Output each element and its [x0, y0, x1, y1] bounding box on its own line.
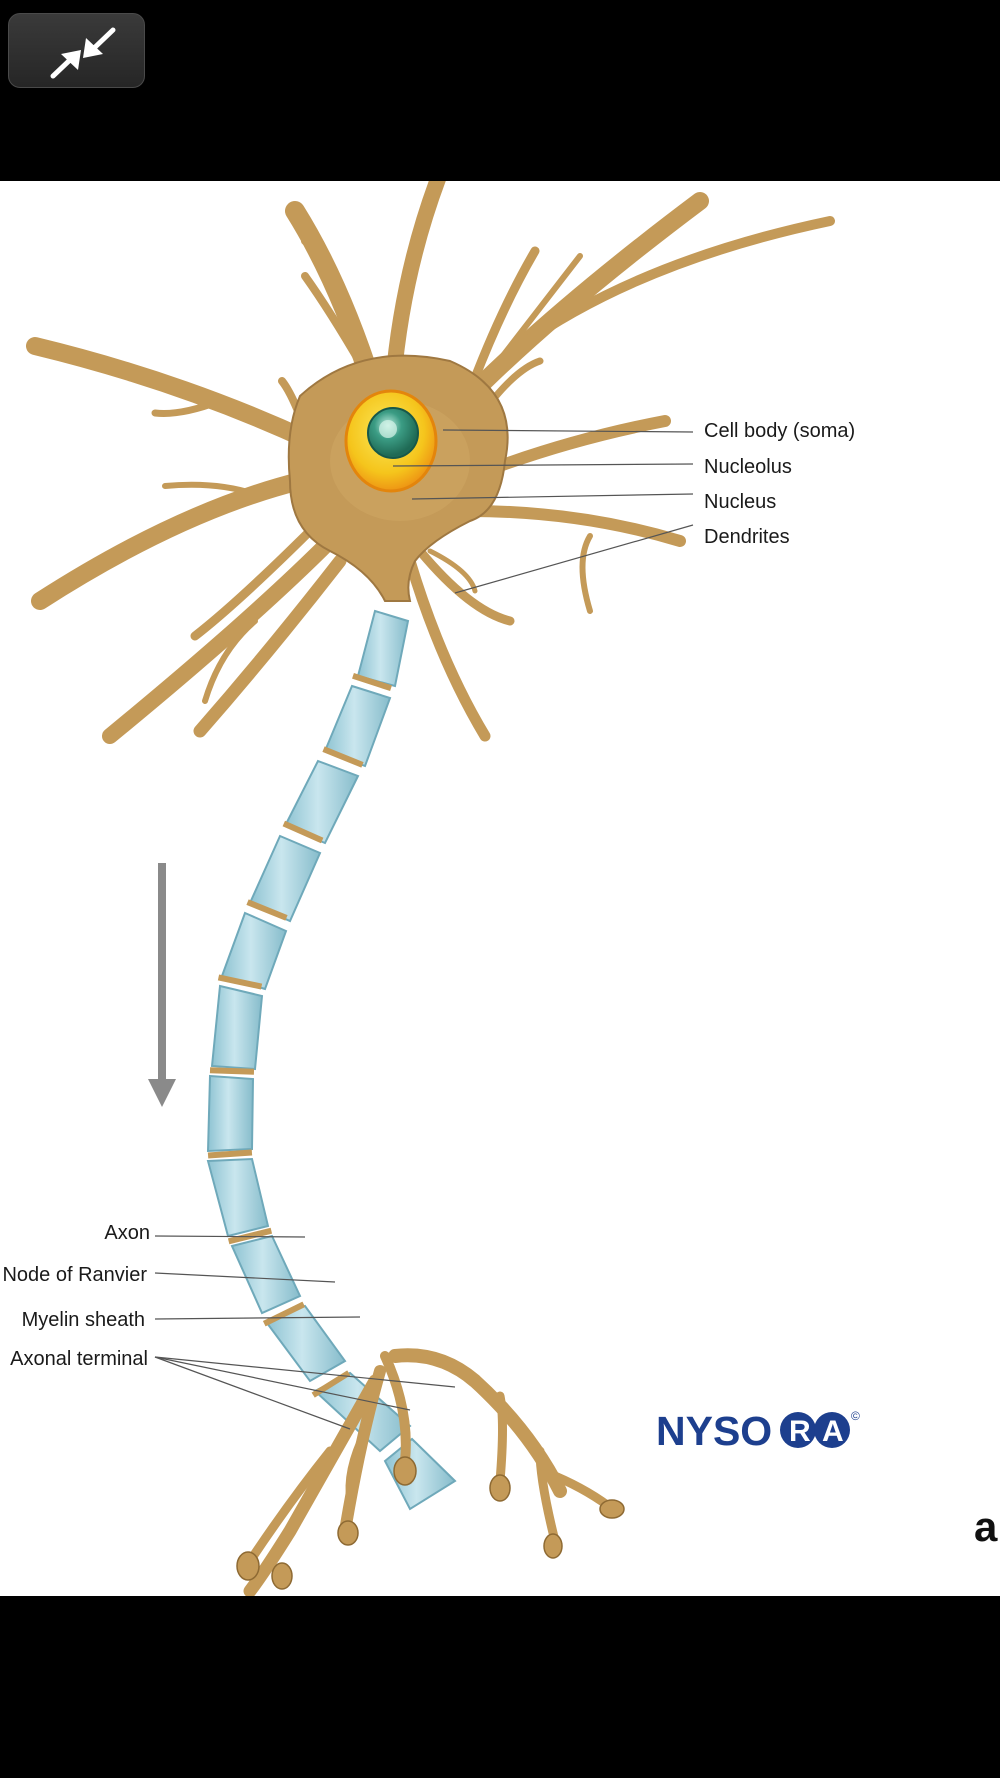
label-nucleus: Nucleus	[704, 491, 777, 513]
panel-letter: a	[974, 1503, 998, 1550]
nysora-logo: NYSO R A ©	[656, 1406, 866, 1456]
label-cell-body: Cell body (soma)	[704, 420, 856, 442]
exit-fullscreen-button[interactable]	[8, 13, 145, 88]
logo-circle-r: R	[789, 1415, 811, 1448]
logo-circle-a: A	[822, 1415, 844, 1448]
neuron-diagram: Cell body (soma) Nucleolus Nucleus Dendr…	[0, 181, 1000, 1596]
label-node-of-ranvier: Node of Ranvier	[2, 1264, 147, 1286]
logo-copyright: ©	[851, 1409, 860, 1423]
label-dendrites: Dendrites	[704, 526, 790, 548]
signal-direction-arrow	[148, 863, 176, 1107]
label-nucleolus: Nucleolus	[704, 456, 792, 478]
label-axon: Axon	[104, 1222, 150, 1244]
leader-lines	[154, 429, 694, 1430]
terminal-bulbs	[236, 1456, 625, 1590]
compress-arrows-icon	[50, 27, 116, 79]
nodes-of-ranvier	[207, 672, 392, 1398]
logo-prefix: NYSO	[656, 1408, 772, 1454]
label-myelin-sheath: Myelin sheath	[21, 1309, 145, 1331]
neuron-illustration	[26, 181, 835, 1596]
label-axonal-terminal: Axonal terminal	[10, 1348, 148, 1370]
axonal-terminals	[243, 1348, 620, 1596]
